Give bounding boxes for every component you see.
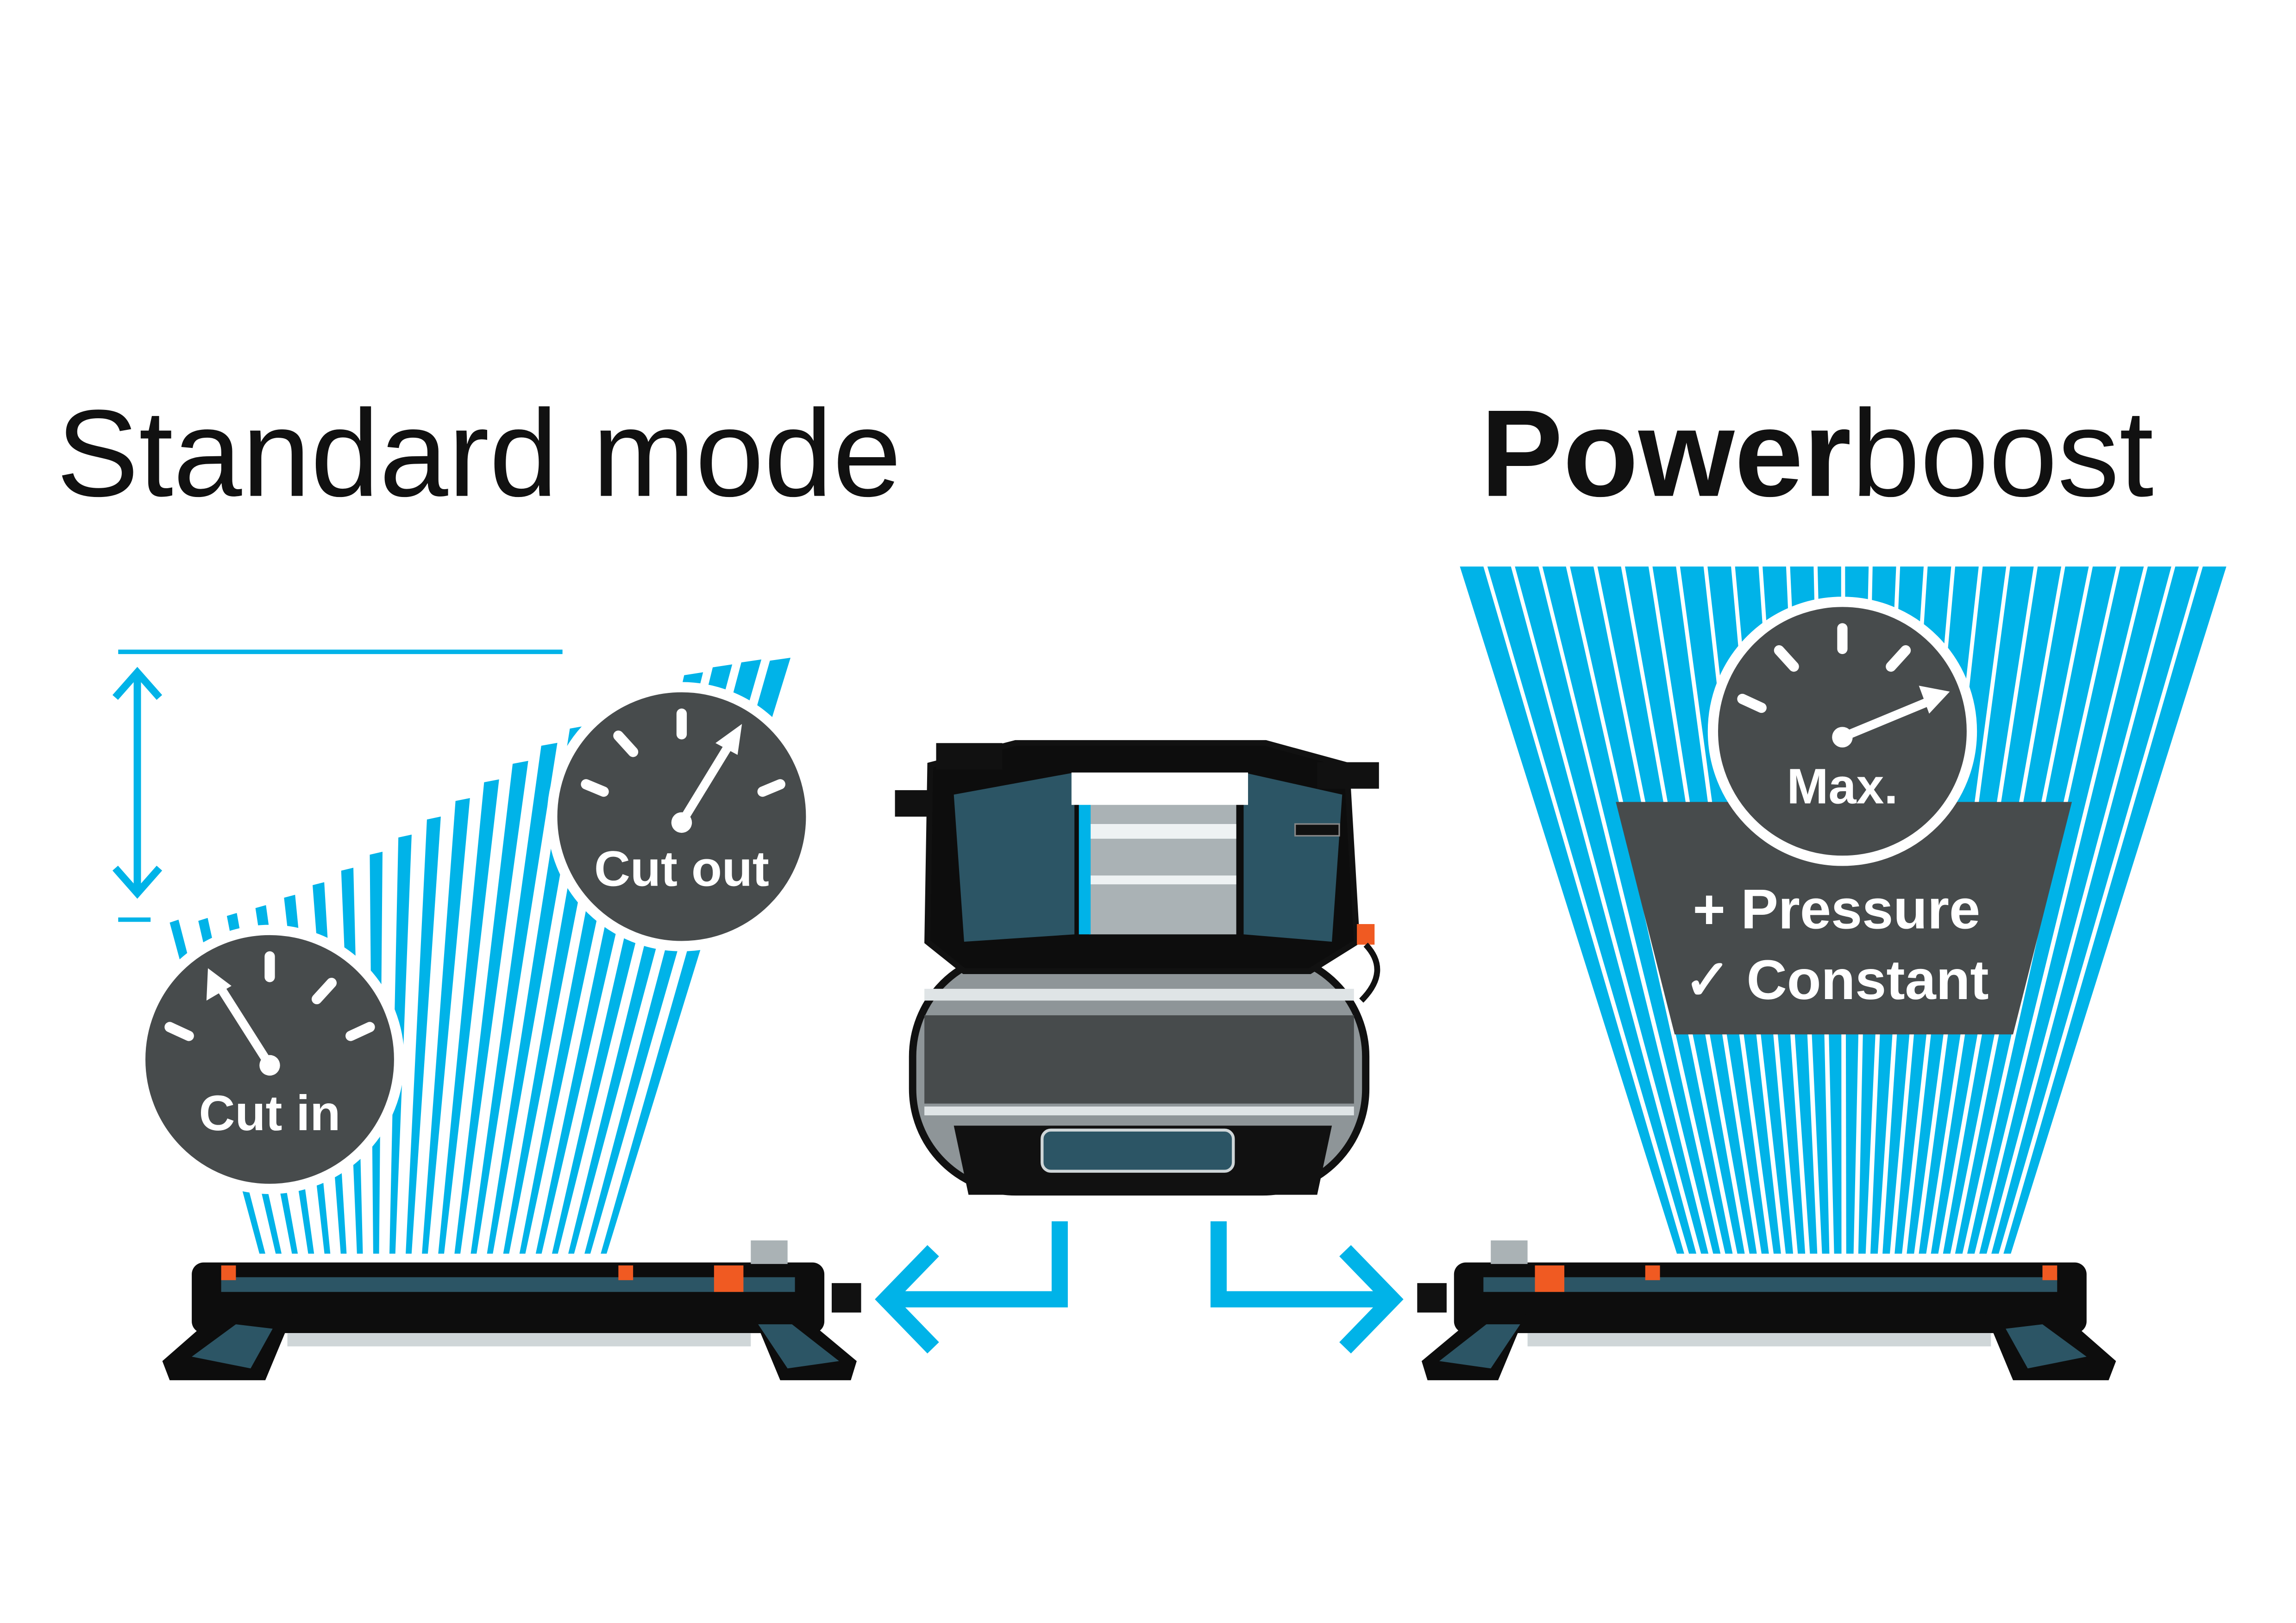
water-stripe — [1967, 566, 2144, 1254]
water-stripe — [470, 742, 558, 1254]
sprinkler-connector — [1417, 1283, 1447, 1313]
powerboost-title: Powerboost — [1480, 384, 2154, 522]
sprinkler-tube — [1483, 1277, 2058, 1292]
max-label: Max. — [1787, 758, 1898, 814]
power-bold: Power — [1480, 384, 1851, 522]
arrow-to-standard — [892, 1221, 1068, 1308]
gauge-needle — [678, 741, 734, 825]
sprinkler-accent — [2042, 1265, 2058, 1280]
sprinkler-valve — [1491, 1240, 1528, 1264]
sprinkler-rail — [1527, 1333, 1991, 1346]
arrow-to-powerboost — [1211, 1221, 1386, 1308]
sprinkler-tube — [221, 1277, 795, 1292]
water-stripe — [1460, 566, 1684, 1254]
gauge-needle — [217, 986, 274, 1068]
sprinkler-foot-pad — [2006, 1324, 2087, 1369]
water-stripe — [422, 798, 470, 1254]
cut-out-gauge: Cut out — [547, 682, 816, 951]
water-stripe — [454, 761, 528, 1254]
gauge-ticks — [164, 951, 375, 1041]
sprinkler-accent — [1645, 1265, 1660, 1280]
cut-in-gauge: Cut in — [135, 925, 405, 1194]
standard-mode-title: Standard mode — [56, 384, 902, 522]
water-stripe — [2003, 566, 2227, 1254]
sprinkler-accent — [618, 1265, 634, 1280]
sprinkler-accent — [1535, 1265, 1565, 1292]
water-stripe — [406, 816, 441, 1254]
sprinkler-foot-pad — [758, 1324, 839, 1369]
sprinkler-foot-pad — [1439, 1324, 1520, 1369]
arrow-head-right — [1339, 1245, 1404, 1354]
gauge-ticks — [1737, 623, 1911, 713]
pressure-pump — [895, 740, 1380, 1196]
gauge-ticks — [581, 708, 785, 797]
water-stripe — [1542, 566, 1721, 1254]
max-gauge: Max. — [1707, 597, 1977, 866]
sprinkler-accent — [714, 1265, 744, 1292]
powerboost-panel — [1616, 802, 2072, 1035]
sprinkler-valve — [751, 1240, 788, 1264]
pump-indicator — [1357, 924, 1375, 945]
cut-out-label: Cut out — [594, 840, 769, 896]
boost-regular: boost — [1851, 384, 2154, 522]
pressure-range-arrow — [112, 649, 563, 922]
powerboost-sprinkler — [1417, 1240, 2116, 1380]
water-stripe — [1515, 566, 1709, 1254]
sprinkler-rail — [287, 1333, 751, 1346]
water-stripe — [438, 779, 499, 1254]
pressure-label: + Pressure — [1693, 878, 1980, 941]
water-stripe — [1487, 566, 1697, 1254]
sprinkler-connector — [831, 1283, 861, 1313]
standard-sprinkler — [162, 1240, 861, 1380]
water-stripe — [1991, 566, 2199, 1254]
gauge-needle — [1840, 698, 1930, 742]
cut-in-label: Cut in — [199, 1085, 340, 1141]
water-stripe — [1979, 566, 2171, 1254]
constant-label: ✓ Constant — [1684, 949, 1989, 1011]
sprinkler-foot-pad — [192, 1324, 273, 1369]
sprinkler-accent — [221, 1265, 236, 1280]
arrow-head-left — [875, 1245, 939, 1354]
